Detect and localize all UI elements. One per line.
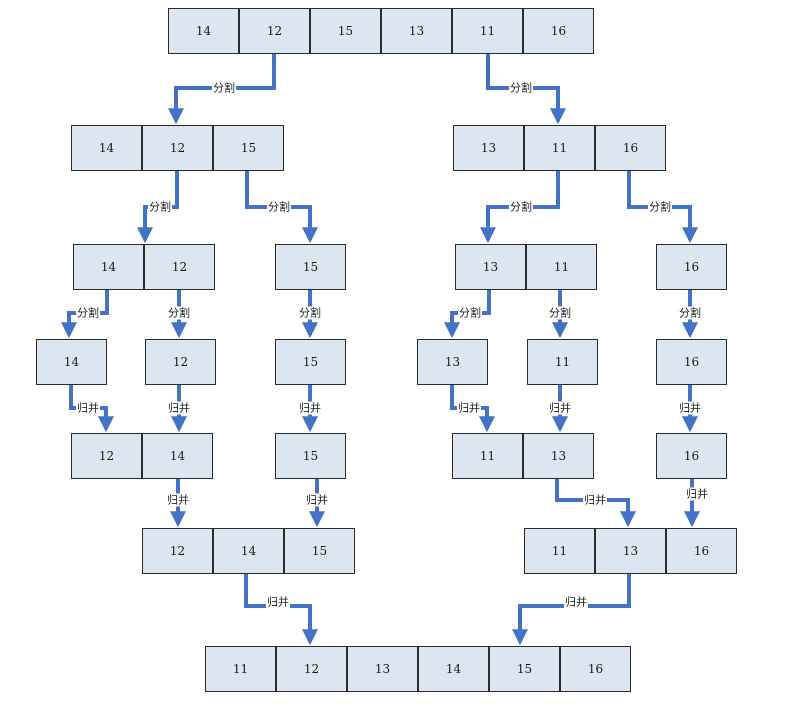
merge-label: 归并	[678, 401, 702, 415]
split-label: 分割	[648, 200, 672, 214]
array-cell-final-0-3: 14	[418, 646, 489, 692]
array-cell-merge2-0-0: 12	[142, 528, 213, 574]
split-label: 分割	[458, 306, 482, 320]
split-label: 分割	[76, 306, 100, 320]
array-cell-split1-1-2: 16	[595, 125, 666, 171]
merge-label: 归并	[76, 401, 100, 415]
split-label: 分割	[548, 306, 572, 320]
array-cell-split2-2-1: 11	[526, 244, 597, 290]
array-cell-split3-1-0: 12	[145, 339, 216, 385]
split-label: 分割	[509, 200, 533, 214]
merge-label: 归并	[167, 401, 191, 415]
array-cell-split3-3-0: 13	[417, 339, 488, 385]
array-cell-merge2-1-0: 11	[524, 528, 595, 574]
split-label: 分割	[212, 81, 236, 95]
array-cell-final-0-2: 13	[347, 646, 418, 692]
merge-label: 归并	[298, 401, 322, 415]
merge-label: 归并	[166, 493, 190, 507]
array-cell-split2-1-0: 15	[275, 244, 346, 290]
array-cell-split3-5-0: 16	[656, 339, 727, 385]
array-cell-final-0-1: 12	[276, 646, 347, 692]
split-label: 分割	[167, 306, 191, 320]
array-cell-split2-0-1: 12	[144, 244, 215, 290]
array-cell-initial-0-5: 16	[523, 8, 594, 54]
array-cell-split3-0-0: 14	[36, 339, 107, 385]
merge-label: 归并	[548, 401, 572, 415]
array-cell-final-0-0: 11	[205, 646, 276, 692]
array-cell-split1-0-0: 14	[71, 125, 142, 171]
array-cell-merge2-0-2: 15	[284, 528, 355, 574]
split-label: 分割	[148, 200, 172, 214]
array-cell-merge1-1-0: 15	[275, 433, 346, 479]
array-cell-split2-3-0: 16	[656, 244, 727, 290]
array-cell-final-0-5: 16	[560, 646, 631, 692]
array-cell-merge1-2-1: 13	[523, 433, 594, 479]
array-cell-initial-0-2: 15	[310, 8, 381, 54]
array-cell-merge2-1-1: 13	[595, 528, 666, 574]
array-cell-split1-1-0: 13	[453, 125, 524, 171]
array-cell-merge2-1-2: 16	[666, 528, 737, 574]
array-cell-merge1-2-0: 11	[452, 433, 523, 479]
split-label: 分割	[509, 81, 533, 95]
array-cell-split2-2-0: 13	[455, 244, 526, 290]
array-cell-split3-4-0: 11	[527, 339, 598, 385]
merge-label: 归并	[685, 487, 709, 501]
array-cell-initial-0-4: 11	[452, 8, 523, 54]
split-label: 分割	[298, 306, 322, 320]
merge-label: 归并	[583, 493, 607, 507]
array-cell-merge1-3-0: 16	[656, 433, 727, 479]
array-cell-final-0-4: 15	[489, 646, 560, 692]
array-cell-initial-0-3: 13	[381, 8, 452, 54]
merge-label: 归并	[266, 595, 290, 609]
split-label: 分割	[267, 200, 291, 214]
merge-label: 归并	[305, 493, 329, 507]
array-cell-merge1-0-1: 14	[142, 433, 213, 479]
array-cell-merge1-0-0: 12	[71, 433, 142, 479]
array-cell-split2-0-0: 14	[73, 244, 144, 290]
array-cell-split3-2-0: 15	[275, 339, 346, 385]
split-label: 分割	[678, 306, 702, 320]
array-cell-initial-0-1: 12	[239, 8, 310, 54]
merge-label: 归并	[564, 595, 588, 609]
array-cell-initial-0-0: 14	[168, 8, 239, 54]
array-cell-split1-0-1: 12	[142, 125, 213, 171]
array-cell-split1-1-1: 11	[524, 125, 595, 171]
array-cell-merge2-0-1: 14	[213, 528, 284, 574]
array-cell-split1-0-2: 15	[213, 125, 284, 171]
merge-label: 归并	[457, 401, 481, 415]
